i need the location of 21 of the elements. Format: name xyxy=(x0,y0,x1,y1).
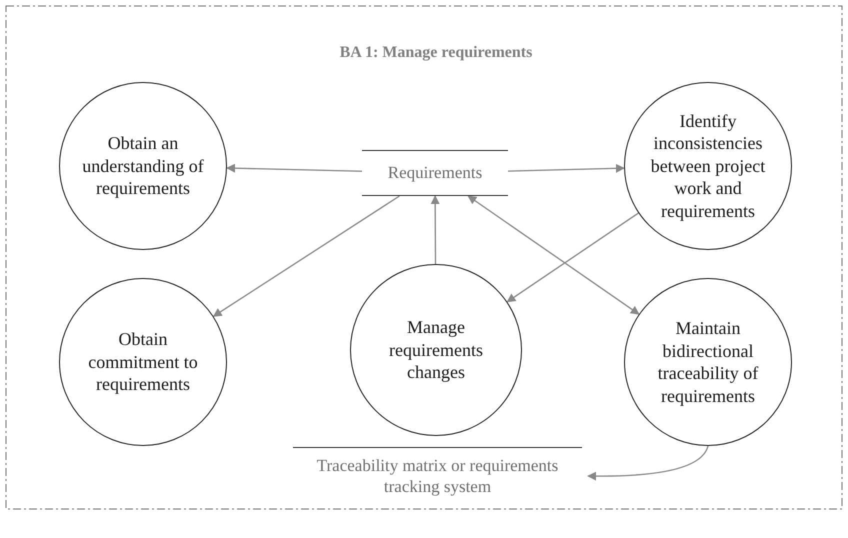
process-circle xyxy=(350,264,522,436)
store-label: Traceability matrix or requirements tracking system xyxy=(316,456,560,497)
arrow xyxy=(506,212,639,302)
process-label: Manage requirements changes xyxy=(388,316,484,384)
arrow xyxy=(587,446,709,481)
process-circle xyxy=(59,82,227,250)
arrow xyxy=(226,164,362,173)
process-label: Obtain an understanding of requirements xyxy=(81,132,205,200)
arrow xyxy=(212,195,400,317)
process-label: Identify inconsistencies between project work and requirements xyxy=(650,110,766,222)
data-store xyxy=(362,150,508,196)
store-label: Requirements xyxy=(388,162,482,184)
process-circle xyxy=(59,278,227,446)
process-circle xyxy=(624,82,792,250)
process-circle xyxy=(624,278,792,446)
process-label: Obtain commitment to requirements xyxy=(87,328,199,396)
arrow xyxy=(508,164,625,173)
diagram-title: BA 1: Manage requirements xyxy=(338,44,534,62)
arrow xyxy=(430,195,440,264)
process-label: Maintain bidirectional traceability of requirements xyxy=(656,317,760,407)
arrow xyxy=(467,195,640,315)
